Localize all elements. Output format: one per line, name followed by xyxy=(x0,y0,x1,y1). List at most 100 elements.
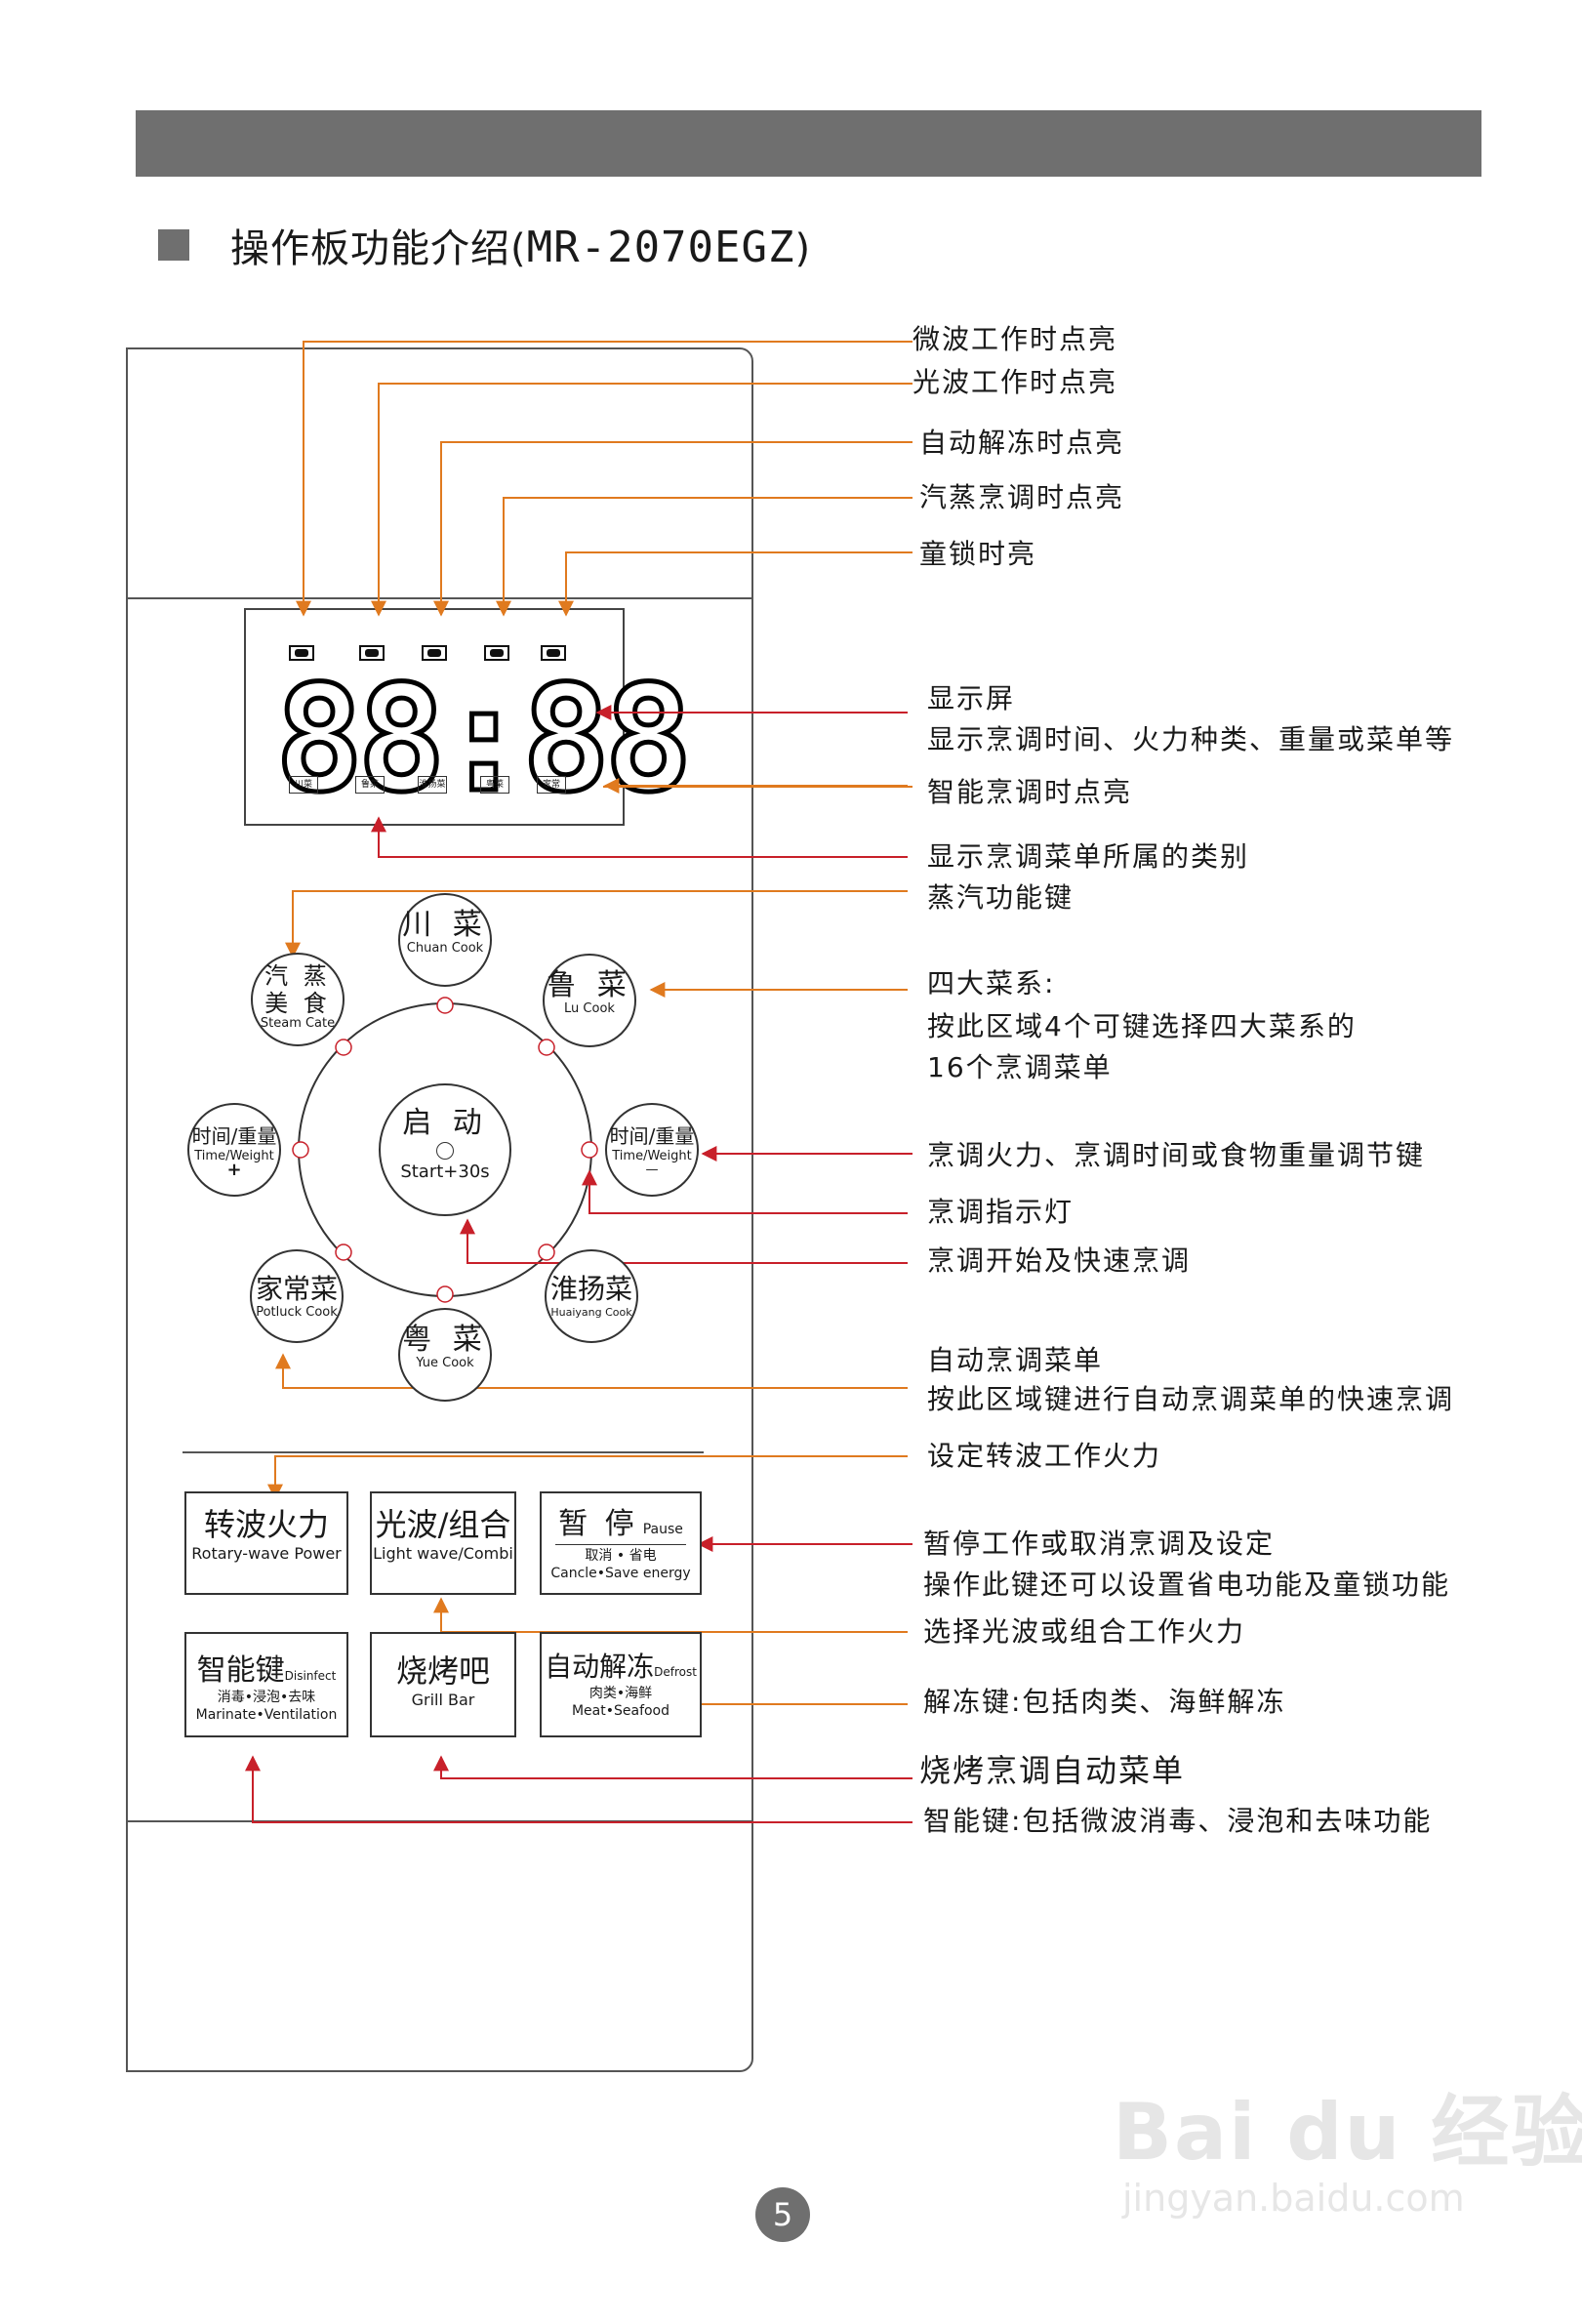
minus-sign: — xyxy=(645,1162,659,1177)
button-label: 淮扬菜 xyxy=(549,1273,632,1305)
button-sublabel: 取消 • 省电 xyxy=(585,1548,657,1564)
button-sublabel: Grill Bar xyxy=(411,1691,475,1709)
annotation-steam: 汽蒸烹调时点亮 xyxy=(919,481,1125,513)
annotation-start-quick: 烹调开始及快速烹调 xyxy=(927,1244,1192,1277)
button-sublabel: Meat•Seafood xyxy=(571,1703,670,1719)
button-label: 川 菜 xyxy=(402,908,488,942)
button-sublabel: Cancle•Save energy xyxy=(550,1566,691,1581)
annotation-auto-menu-desc: 按此区域键进行自动烹调菜单的快速烹调 xyxy=(927,1383,1455,1415)
rotary-wave-power-button[interactable]: 转波火力 Rotary-wave Power xyxy=(184,1491,348,1595)
button-sublabel: Pause xyxy=(642,1522,683,1537)
light-wave-icon xyxy=(359,645,385,661)
button-label: 启 动 xyxy=(402,1106,488,1140)
time-weight-minus-button[interactable]: 时间/重量 Time/Weight — xyxy=(605,1103,699,1197)
time-digits: 88:88 xyxy=(273,655,696,825)
child-lock-icon xyxy=(541,645,566,661)
annotation-adjust: 烹调火力、烹调时间或食物重量调节键 xyxy=(927,1139,1426,1171)
huaiyang-cook-button[interactable]: 淮扬菜 Huaiyang Cook xyxy=(545,1249,638,1343)
button-sublabel: Marinate•Ventilation xyxy=(195,1707,338,1723)
pause-cancel-button[interactable]: 暂 停 Pause 取消 • 省电 Cancle•Save energy xyxy=(540,1491,702,1595)
button-label: 烧烤吧 xyxy=(395,1652,490,1690)
watermark-url: jingyan.baidu.com xyxy=(1122,2177,1465,2220)
category-label: 川菜 xyxy=(289,776,318,794)
button-label: 鲁 菜 xyxy=(547,968,632,1002)
button-label: 粤 菜 xyxy=(402,1323,488,1357)
indicator-lights xyxy=(292,997,598,1303)
annotation-smart-cook: 智能烹调时点亮 xyxy=(927,776,1133,808)
button-label: 转波火力 xyxy=(203,1506,329,1543)
button-sublabel: Disinfect xyxy=(284,1669,337,1683)
defrost-icon xyxy=(422,645,447,661)
annotation-indicator: 烹调指示灯 xyxy=(927,1196,1075,1228)
button-label: 时间/重量 xyxy=(191,1124,277,1148)
annotation-childlock: 童锁时亮 xyxy=(919,538,1037,570)
button-label: 自动解冻 xyxy=(545,1651,655,1683)
annotation-pause2: 操作此键还可以设置省电功能及童锁功能 xyxy=(923,1569,1451,1601)
yue-cook-button[interactable]: 粤 菜 Yue Cook xyxy=(398,1308,492,1402)
annotation-screen-title: 显示屏 xyxy=(927,682,1016,714)
steam-cate-button[interactable]: 汽 蒸 美 食 Steam Cate xyxy=(251,953,345,1046)
button-sublabel: Chuan Cook xyxy=(406,941,484,956)
annotation-smart-key: 智能键:包括微波消毒、浸泡和去味功能 xyxy=(923,1805,1433,1837)
annotation-pause1: 暂停工作或取消烹调及设定 xyxy=(923,1528,1276,1560)
start-button[interactable]: 启 动 Start+30s xyxy=(379,1083,511,1216)
time-weight-plus-button[interactable]: 时间/重量 Time/Weight + xyxy=(187,1103,281,1197)
button-sublabel: Huaiyang Cook xyxy=(550,1306,632,1319)
start-indicator-icon xyxy=(436,1142,454,1160)
grill-bar-button[interactable]: 烧烤吧 Grill Bar xyxy=(370,1632,516,1737)
button-sublabel: Lu Cook xyxy=(564,1001,615,1016)
chuan-cook-button[interactable]: 川 菜 Chuan Cook xyxy=(398,893,492,987)
panel-divider-top xyxy=(126,597,753,599)
lu-cook-button[interactable]: 鲁 菜 Lu Cook xyxy=(543,954,636,1047)
annotation-screen-desc: 显示烹调时间、火力种类、重量或菜单等 xyxy=(927,723,1455,755)
button-sublabel: Steam Cate xyxy=(260,1016,336,1031)
button-sublabel: Rotary-wave Power xyxy=(191,1544,342,1563)
potluck-cook-button[interactable]: 家常菜 Potluck Cook xyxy=(250,1249,344,1343)
button-divider xyxy=(555,1544,686,1545)
button-label: 光波/组合 xyxy=(375,1506,511,1543)
button-label: 暂 停 xyxy=(558,1507,638,1541)
watermark-logo: Bai du 经验 xyxy=(1113,2087,1582,2178)
title-bullet xyxy=(158,229,189,261)
annotation-grill-menu: 烧烤烹调自动菜单 xyxy=(919,1752,1186,1789)
panel-divider-mid xyxy=(183,1451,704,1453)
button-sublabel: Start+30s xyxy=(400,1162,490,1182)
annotation-four-desc1: 按此区域4个可键选择四大菜系的 xyxy=(927,1010,1357,1042)
smart-key-button[interactable]: 智能键Disinfect 消毒•浸泡•去味 Marinate•Ventilati… xyxy=(184,1632,348,1737)
annotation-four-desc2: 16个烹调菜单 xyxy=(927,1051,1113,1083)
header-bar xyxy=(136,110,1481,177)
page-title: 操作板功能介绍(MR-2070EGZ) xyxy=(230,223,812,272)
button-label: 汽 蒸 xyxy=(264,962,331,990)
button-label: 时间/重量 xyxy=(609,1124,695,1148)
button-sublabel: 消毒•浸泡•去味 xyxy=(217,1690,316,1705)
button-label: 家常菜 xyxy=(255,1273,338,1305)
button-sublabel: Potluck Cook xyxy=(256,1305,338,1320)
annotation-rotary-set: 设定转波工作火力 xyxy=(927,1440,1162,1472)
button-label: 美 食 xyxy=(264,990,331,1017)
microwave-icon xyxy=(289,645,314,661)
button-sublabel: Time/Weight xyxy=(194,1149,274,1163)
annotation-steam-key: 蒸汽功能键 xyxy=(927,881,1075,914)
steam-icon xyxy=(484,645,509,661)
button-sublabel: Yue Cook xyxy=(416,1356,474,1370)
button-sublabel: Defrost xyxy=(654,1665,697,1679)
annotation-auto-menu: 自动烹调菜单 xyxy=(927,1344,1104,1376)
category-label: 粤菜 xyxy=(480,776,509,794)
category-label: 鲁菜 xyxy=(355,776,385,794)
auto-defrost-button[interactable]: 自动解冻Defrost 肉类•海鲜 Meat•Seafood xyxy=(540,1632,702,1737)
annotation-autodefrost: 自动解冻时点亮 xyxy=(919,427,1125,459)
annotation-lightwave-select: 选择光波或组合工作火力 xyxy=(923,1615,1246,1648)
category-label: 家常 xyxy=(537,776,566,794)
button-sublabel: Light wave/Combi xyxy=(373,1544,513,1563)
button-sublabel: 肉类•海鲜 xyxy=(588,1686,653,1701)
annotation-four-title: 四大菜系: xyxy=(927,967,1056,999)
category-label: 淮扬菜 xyxy=(418,776,447,794)
button-sublabel: Time/Weight xyxy=(612,1149,692,1163)
control-panel xyxy=(126,347,753,2072)
light-wave-combi-button[interactable]: 光波/组合 Light wave/Combi xyxy=(370,1491,516,1595)
annotation-lightwave: 光波工作时点亮 xyxy=(913,366,1118,398)
annotation-microwave: 微波工作时点亮 xyxy=(913,323,1118,355)
plus-sign: + xyxy=(226,1160,242,1180)
lcd-display: 88:88 川菜 鲁菜 淮扬菜 粤菜 家常 xyxy=(244,608,695,826)
